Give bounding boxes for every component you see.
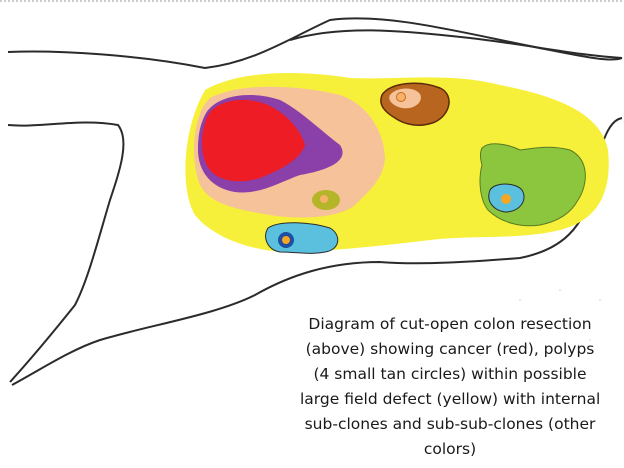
caption-line-3: (4 small tan circles) within possible — [300, 362, 600, 387]
colon-inner-left-edge — [8, 122, 123, 382]
caption-line-6: colors) — [300, 437, 600, 462]
caption-line-2: (above) showing cancer (red), polyps — [300, 337, 600, 362]
caption-line-4: large field defect (yellow) with interna… — [300, 387, 600, 412]
polyp-tan-2 — [397, 93, 406, 102]
polyp-tan-4 — [282, 236, 290, 244]
polyp-tan-1 — [320, 195, 328, 203]
caption-line-1: Diagram of cut-open colon resection — [300, 312, 600, 337]
diagram-caption: Diagram of cut-open colon resection (abo… — [300, 312, 600, 462]
blue-subclone — [266, 223, 338, 254]
caption-line-5: sub-clones and sub-sub-clones (other — [300, 412, 600, 437]
polyp-tan-3 — [501, 194, 511, 204]
